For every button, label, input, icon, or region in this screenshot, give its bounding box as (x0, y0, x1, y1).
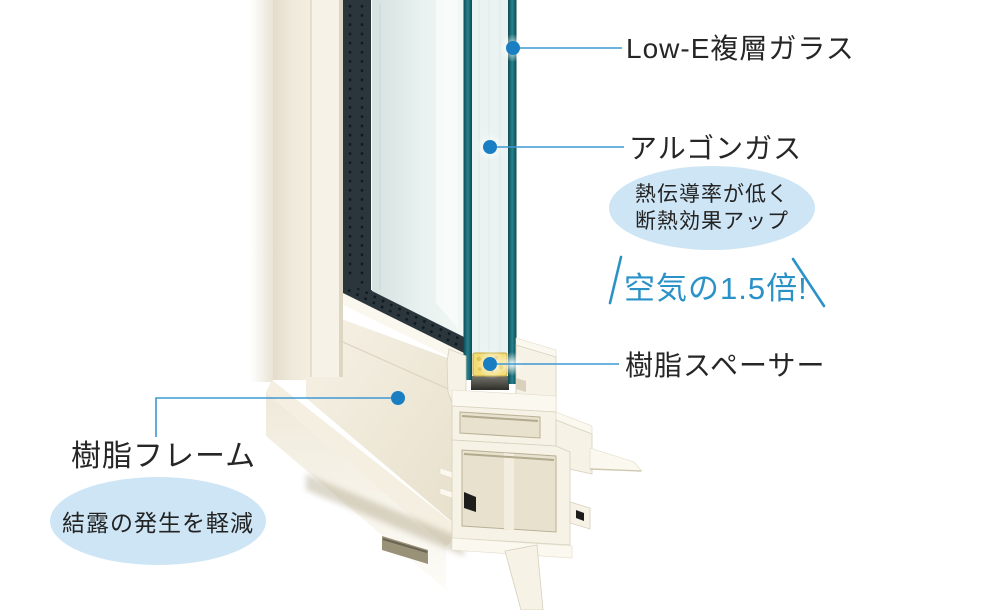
resin-frame-rail (306, 290, 465, 532)
jamb-edge-shadow (339, 0, 343, 377)
glass-pane-outer (463, 0, 472, 380)
emphasis-slash-right (791, 257, 826, 308)
sill-top-face (266, 380, 464, 546)
fin-underside (589, 468, 642, 472)
chamber-shadow (461, 415, 539, 422)
mid-chamber (459, 411, 541, 439)
wall-edge-shadow (250, 0, 273, 382)
weather-fin (439, 487, 453, 499)
frame-note: 結露の発生を軽減 (62, 510, 254, 536)
leader-dot-argon (483, 140, 497, 154)
leader-line-frame (155, 397, 398, 437)
argon-note-line2: 断熱効果アップ (635, 210, 789, 233)
sill-front-face (266, 392, 446, 590)
rail-top-surface (341, 290, 464, 364)
argon-note-line1: 熱伝導率が低く (635, 183, 789, 206)
chamber-divider (504, 453, 514, 530)
label-argon-gas: アルゴンガス (629, 133, 803, 164)
glass-pane-inner (508, 0, 517, 384)
bead-lip-shadow (516, 378, 526, 392)
window-jamb (273, 0, 371, 380)
emphasis-slash-left (608, 255, 623, 305)
label-low-e-glass: Low-E複層ガラス (626, 33, 855, 64)
glass-reflection (436, 0, 458, 328)
spacer-base (471, 376, 509, 390)
gasket-band (343, 276, 464, 353)
leader-dot-frame (391, 391, 405, 405)
argon-highlight-text: 空気の1.5倍! (624, 271, 808, 306)
rail-front-face (306, 306, 464, 532)
seal-bit-black (464, 492, 476, 512)
leader-dot-low-e (506, 41, 520, 55)
leader-dot-spacer (483, 357, 497, 371)
window-sill (266, 380, 464, 590)
bottom-slab (451, 537, 573, 559)
clip-notch (576, 510, 584, 521)
label-resin-spacer: 樹脂スペーサー (625, 350, 826, 381)
chamber-shadow (463, 453, 555, 461)
down-fin (504, 544, 544, 610)
rail-shadow (306, 474, 464, 556)
glazing-gasket-side (343, 0, 371, 292)
weather-fin (439, 467, 453, 479)
sill-slot-shadow (382, 538, 428, 553)
glazing-gasket-bottom (343, 276, 464, 353)
annotations (155, 34, 826, 437)
label-resin-frame: 樹脂フレーム (71, 440, 257, 473)
jamb-outer-band (273, 0, 311, 380)
jamb-inner-band (311, 0, 341, 377)
frame-cross-section (439, 337, 643, 610)
argon-gas-cavity (472, 0, 508, 356)
frame-benefit-bubble: 結露の発生を軽減 (50, 477, 266, 565)
right-fin (589, 447, 643, 472)
argon-benefit-bubble: 熱伝導率が低く 断熱効果アップ (609, 166, 815, 250)
glass-unit (372, 0, 517, 390)
